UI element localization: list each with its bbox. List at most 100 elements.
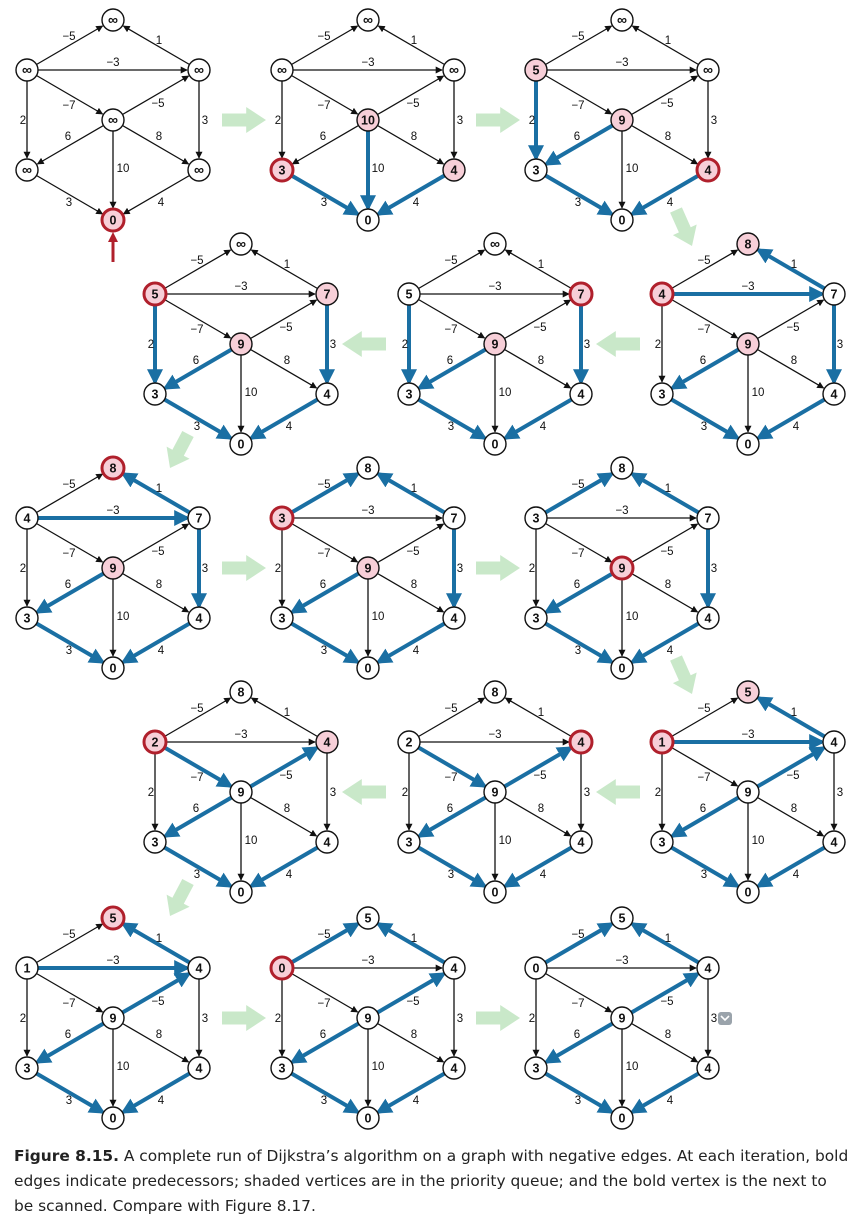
scanned-vertex xyxy=(649,729,675,755)
edge-weight-label: 10 xyxy=(499,387,512,399)
edge-weight-label: 4 xyxy=(540,421,547,433)
vertex-distance-label: 3 xyxy=(24,1062,31,1076)
edge-7 xyxy=(122,124,190,165)
vertex-distance-label: 4 xyxy=(324,736,331,750)
queued-vertex xyxy=(315,730,339,754)
vertex xyxy=(736,880,760,904)
vertex-distance-label: 9 xyxy=(365,1012,372,1026)
edge-4 xyxy=(631,523,699,564)
vertex-distance-label: 9 xyxy=(745,786,752,800)
vertex-distance-label: 8 xyxy=(238,686,245,700)
edge-weight-label: 1 xyxy=(791,707,797,719)
edge-weight-label: −3 xyxy=(615,505,628,517)
vertex-distance-label: 5 xyxy=(745,686,752,700)
edge-3 xyxy=(291,522,359,563)
edge-weight-label: 8 xyxy=(284,355,290,367)
predecessor-edge-6 xyxy=(289,1021,360,1064)
edge-7 xyxy=(377,124,445,165)
edge-weight-label: 1 xyxy=(665,35,671,47)
edge-weight-label: 4 xyxy=(413,645,420,657)
predecessor-edge-0 xyxy=(290,922,361,965)
vertex xyxy=(356,456,380,480)
edge-weight-label: 2 xyxy=(275,115,281,127)
edge-weight-label: 4 xyxy=(413,1095,420,1107)
transition-arrows xyxy=(166,107,697,1031)
edge-4 xyxy=(504,299,572,340)
vertex xyxy=(524,606,548,630)
edge-weight-label: 4 xyxy=(158,1095,165,1107)
dropdown-icon[interactable] xyxy=(718,1012,732,1025)
vertex xyxy=(696,506,720,530)
transition-arrow-3 xyxy=(670,207,697,246)
vertex-distance-label: 0 xyxy=(365,1112,372,1126)
edge-weight-label: 6 xyxy=(320,579,326,591)
vertex xyxy=(229,232,253,256)
edge-7 xyxy=(122,572,190,613)
predecessor-edge-6 xyxy=(543,123,614,166)
vertex-distance-label: 9 xyxy=(110,1012,117,1026)
vertex-distance-label: 4 xyxy=(705,612,712,626)
edge-weight-label: −5 xyxy=(697,255,710,267)
transition-arrow-8 xyxy=(476,555,520,581)
vertex xyxy=(822,282,846,306)
vertex-distance-label: 5 xyxy=(619,912,626,926)
edge-weight-label: −5 xyxy=(317,31,330,43)
predecessor-edge-11 xyxy=(375,173,446,216)
vertex-distance-label: 0 xyxy=(238,438,245,452)
edge-weight-label: −5 xyxy=(279,770,292,782)
edge-weight-label: 3 xyxy=(584,339,590,351)
edge-weight-label: 6 xyxy=(65,579,71,591)
vertex-distance-label: 4 xyxy=(578,388,585,402)
predecessor-edge-10 xyxy=(35,621,106,664)
edge-weight-label: 3 xyxy=(330,339,336,351)
edge-1 xyxy=(250,249,318,290)
edge-weight-label: 8 xyxy=(791,355,797,367)
vertex xyxy=(650,382,674,406)
figure-label: Figure 8.15. xyxy=(14,1147,119,1165)
edge-weight-label: 8 xyxy=(538,355,544,367)
edge-weight-label: 4 xyxy=(158,645,165,657)
scanned-vertex xyxy=(269,955,295,981)
vertex-distance-label: 3 xyxy=(533,512,540,526)
predecessor-edge-11 xyxy=(120,1071,191,1114)
edge-weight-label: 6 xyxy=(65,131,71,143)
edge-weight-label: 4 xyxy=(793,869,800,881)
vertex-distance-label: 4 xyxy=(451,612,458,626)
vertex-distance-label: 8 xyxy=(619,462,626,476)
vertex-distance-label: 5 xyxy=(365,912,372,926)
vertex xyxy=(442,58,466,82)
edge-7 xyxy=(250,348,318,389)
edge-weight-label: −7 xyxy=(317,548,330,560)
vertex xyxy=(822,730,846,754)
scanned-vertex xyxy=(695,157,721,183)
edge-weight-label: 2 xyxy=(20,1013,26,1025)
predecessor-edge-11 xyxy=(629,173,700,216)
vertex xyxy=(270,1056,294,1080)
edge-weight-label: −5 xyxy=(317,929,330,941)
edge-weight-label: −3 xyxy=(234,729,247,741)
vertex xyxy=(187,506,211,530)
edge-weight-label: −5 xyxy=(151,996,164,1008)
vertex xyxy=(270,606,294,630)
vertex xyxy=(15,158,39,182)
predecessor-edge-11 xyxy=(120,621,191,664)
vertex-distance-label: 5 xyxy=(406,288,413,302)
edge-3 xyxy=(671,746,739,787)
edge-weight-label: 2 xyxy=(20,115,26,127)
edge-weight-label: 8 xyxy=(665,579,671,591)
vertex-distance-label: 7 xyxy=(831,288,838,302)
predecessor-edge-6 xyxy=(34,571,105,614)
vertex xyxy=(442,506,466,530)
edge-7 xyxy=(377,572,445,613)
edge-0 xyxy=(164,697,232,738)
edge-weight-label: 3 xyxy=(575,645,581,657)
edge-weight-label: 6 xyxy=(193,803,199,815)
vertex xyxy=(696,1056,720,1080)
edge-0 xyxy=(36,473,104,514)
vertex-distance-label: ∞ xyxy=(703,62,713,78)
vertex-distance-label: 4 xyxy=(451,1062,458,1076)
